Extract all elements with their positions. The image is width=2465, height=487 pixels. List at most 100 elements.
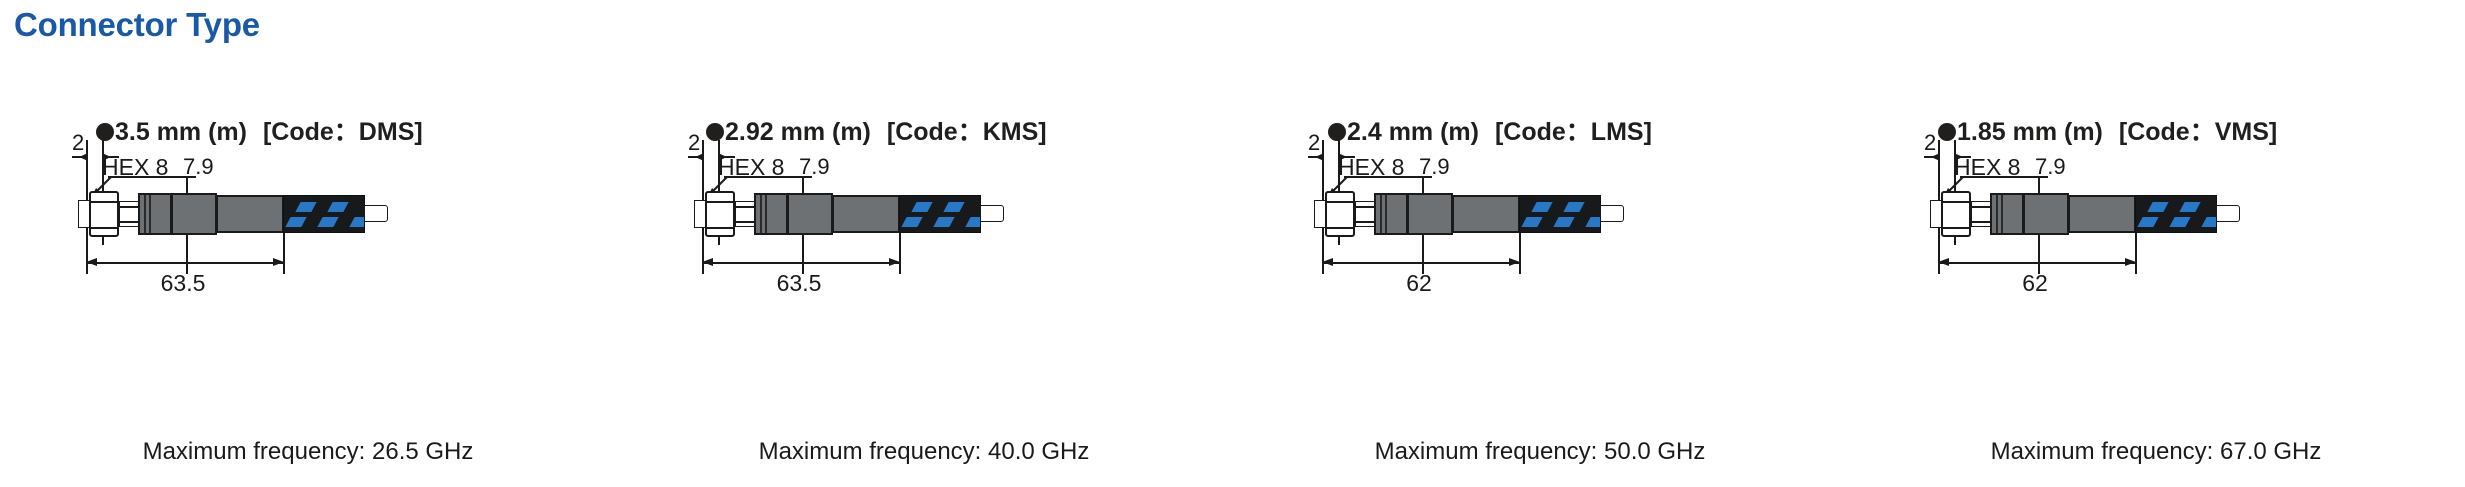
connector-size-label: 3.5 mm (m) [115, 118, 247, 146]
connector-code-label: [Code：VMS] [2118, 118, 2278, 146]
leader-line [1344, 176, 1432, 178]
bullet-icon [96, 123, 114, 141]
dimension-line [1322, 262, 1520, 264]
arrow-right-icon [889, 258, 900, 266]
connector-barrel-front [138, 193, 172, 235]
hex-nut [1941, 191, 1971, 237]
connector-panel: 3.5 mm (m) [Code：DMS] 2 HEX 8 [0, 108, 616, 487]
connector-code-label: [Code：DMS] [262, 118, 423, 146]
hex-edge-line [89, 227, 119, 229]
arrow-left-icon [1315, 153, 1324, 161]
panel-header: 1.85 mm (m)[Code：VMS] [1848, 112, 2464, 148]
bullet-icon [706, 123, 724, 141]
witness-line [1422, 222, 1424, 274]
connector-assembly [694, 184, 1004, 244]
arrow-right-icon [102, 153, 111, 161]
witness-line [2038, 178, 2040, 203]
witness-line [899, 228, 901, 274]
dimension-diameter-label: 7.9 [799, 154, 830, 179]
dimension-diameter-label: 7.9 [1419, 154, 1450, 179]
witness-line [1938, 140, 1940, 259]
witness-line [1322, 238, 1324, 274]
arrow-right-icon [718, 153, 727, 161]
thread-line [735, 221, 755, 223]
dimension-gap-label: 2 [72, 130, 85, 155]
cable-tip [364, 205, 388, 222]
connector-neck [735, 201, 755, 227]
thread-line [1971, 206, 1991, 208]
hex-edge-line [1941, 227, 1971, 229]
connector-panel: 2.92 mm (m)[Code：KMS] 2 HEX 8 [616, 108, 1232, 487]
bullet-icon [1328, 123, 1346, 141]
dimension-hex-label: HEX 8 [718, 154, 785, 180]
hex-nut [89, 191, 119, 237]
dimension-tick [1961, 156, 1971, 158]
thread-line [1355, 221, 1375, 223]
connector-neck [1355, 201, 1375, 227]
cable-jacket [2135, 195, 2217, 233]
dimension-diameter-label: 7.9 [2035, 154, 2066, 179]
connector-barrel-front [1990, 193, 2024, 235]
connector-barrel-mid [787, 193, 833, 235]
max-frequency-caption: Maximum frequency: 67.0 GHz [1990, 438, 2322, 465]
leader-line [724, 176, 812, 178]
connector-neck [1971, 201, 1991, 227]
hex-nut [705, 191, 735, 237]
dimension-line [1938, 262, 2136, 264]
connector-drawing: 2 HEX 8 7.9 [616, 126, 1232, 416]
witness-line [2038, 222, 2040, 274]
cable-jacket [283, 195, 365, 233]
arrow-left-icon [1931, 153, 1940, 161]
hex-edge-line [1325, 201, 1355, 203]
witness-line [802, 222, 804, 274]
connector-panels: 3.5 mm (m) [Code：DMS] 2 HEX 8 [0, 108, 2465, 487]
connector-drawing: 2 HEX 8 7.9 [1232, 126, 1848, 416]
arrow-right-icon [1338, 153, 1347, 161]
dimension-tick [72, 156, 82, 158]
dimension-tick [1308, 156, 1318, 158]
connector-barrel-front [1374, 193, 1408, 235]
witness-line [702, 140, 704, 259]
bullet-icon [1938, 123, 1956, 141]
connector-size-label: 2.4 mm (m) [1347, 118, 1479, 146]
max-frequency-caption: Maximum frequency: 26.5 GHz [142, 438, 474, 465]
dimension-length-label: 62 [2022, 270, 2048, 296]
connector-size-label: 2.92 mm (m) [725, 118, 871, 146]
panel-header: 2.92 mm (m)[Code：KMS] [616, 112, 1232, 148]
dimension-hex-label: HEX 8 [102, 154, 169, 180]
dimension-tick [688, 156, 698, 158]
witness-line [186, 222, 188, 274]
connector-barrel-mid [171, 193, 217, 235]
connector-assembly [1930, 184, 2240, 244]
hex-edge-line [89, 201, 119, 203]
panel-header: 2.4 mm (m)[Code：LMS] [1232, 112, 1848, 148]
connector-barrel-mid [1407, 193, 1453, 235]
witness-line [186, 178, 188, 203]
dimension-hex-label: HEX 8 [1338, 154, 1405, 180]
cable-jacket [899, 195, 981, 233]
cable-tip [2216, 205, 2240, 222]
connector-neck [119, 201, 139, 227]
arrow-right-icon [1509, 258, 1520, 266]
arrow-right-icon [1954, 153, 1963, 161]
arrow-left-icon [1322, 258, 1333, 266]
witness-line [1519, 228, 1521, 274]
hex-edge-line [1941, 201, 1971, 203]
arrow-right-icon [273, 258, 284, 266]
thread-line [735, 206, 755, 208]
dimension-gap-label: 2 [1924, 130, 1937, 155]
witness-line [283, 228, 285, 274]
thread-line [1355, 206, 1375, 208]
dimension-length-label: 63.5 [776, 270, 822, 296]
connector-assembly [1314, 184, 1624, 244]
cable-jacket [1519, 195, 1601, 233]
connector-drawing: 2 HEX 8 7.9 [0, 126, 616, 416]
witness-line [802, 178, 804, 203]
dimension-length-label: 62 [1406, 270, 1432, 296]
arrow-left-icon [79, 153, 88, 161]
hex-nut [1325, 191, 1355, 237]
connector-assembly [78, 184, 388, 244]
dimension-gap-label: 2 [688, 130, 701, 155]
witness-line [1322, 140, 1324, 259]
